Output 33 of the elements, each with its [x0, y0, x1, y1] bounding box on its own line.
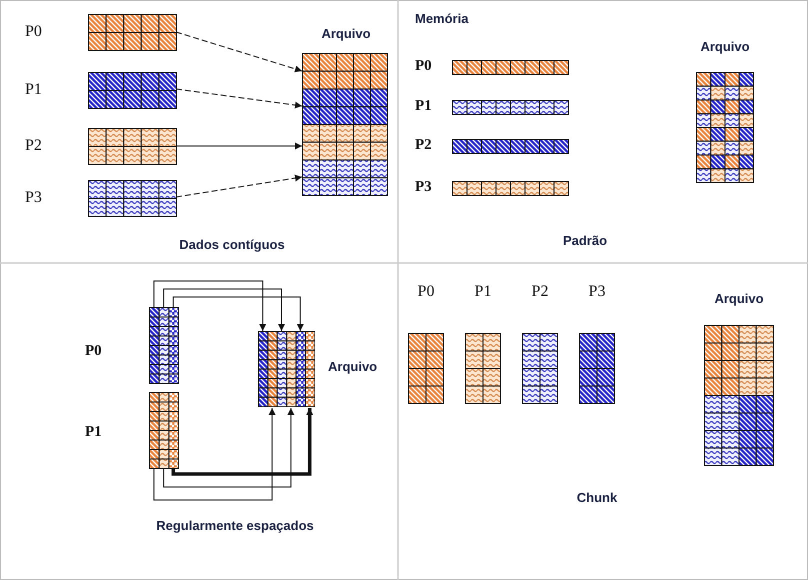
file-label: Arquivo — [321, 27, 371, 40]
arrow — [163, 288, 285, 332]
process-label: P2 — [415, 138, 432, 153]
process-label: P1 — [25, 82, 42, 98]
arrow — [153, 408, 276, 500]
arrow — [172, 408, 314, 476]
file-label: Arquivo — [328, 360, 378, 373]
arrow — [176, 174, 302, 198]
process-label: P1 — [415, 99, 432, 114]
process-label: P3 — [588, 284, 606, 300]
arrow — [153, 280, 266, 332]
panel-caption: Padrão — [562, 234, 608, 247]
process-label: P0 — [415, 59, 432, 74]
process-label: P2 — [25, 138, 42, 154]
process-label: P3 — [415, 180, 432, 195]
process-label: P3 — [25, 190, 42, 206]
panel-caption: Dados contíguos — [179, 238, 285, 251]
process-label: P0 — [25, 24, 42, 40]
panel-caption: Regularmente espaçados — [156, 519, 314, 532]
process-label: P1 — [474, 284, 492, 300]
arrow — [172, 296, 304, 332]
process-label: P0 — [85, 344, 102, 359]
arrow — [163, 408, 294, 488]
heading: Memória — [415, 12, 468, 25]
process-label: P2 — [532, 284, 548, 300]
process-label: P0 — [418, 284, 434, 300]
arrow — [176, 88, 302, 109]
file-label: Arquivo — [714, 292, 764, 305]
panel-caption: Chunk — [576, 491, 618, 504]
arrow — [176, 142, 302, 150]
process-label: P1 — [85, 425, 102, 440]
arrow — [176, 32, 302, 72]
file-label: Arquivo — [700, 40, 750, 53]
